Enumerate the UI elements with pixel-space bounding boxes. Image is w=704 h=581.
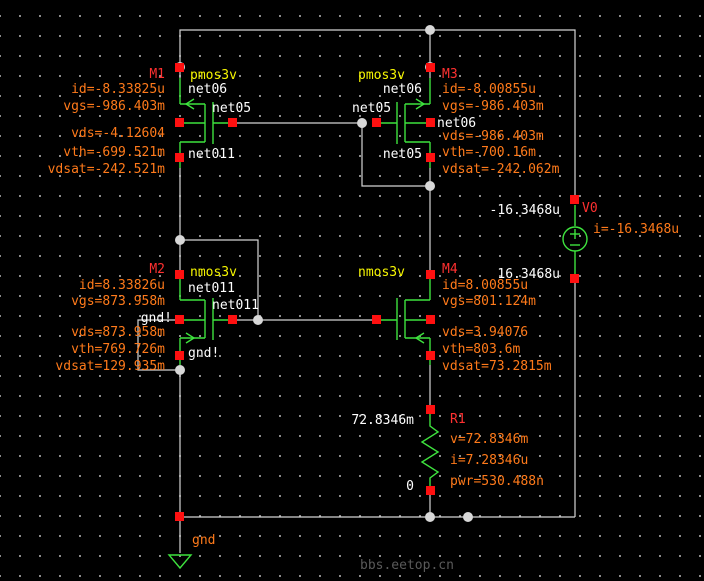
m4-instance-label: M4 [442,262,458,277]
v0-instance-label: V0 [582,201,598,216]
junction-dot [463,512,473,522]
v0-current: i=-16.3468u [593,222,679,237]
m1-model-label: pmos3v [190,68,237,83]
m1-param-id: id=-8.33825u [71,82,165,97]
junction-dot [175,235,185,245]
m3-param-vdsat: vdsat=-242.062m [442,162,560,177]
v0-bottom-value: 16.3468u [497,267,560,282]
vdd-rail-wire [179,29,576,200]
m4-param-vgs: vgs=801.124m [442,294,536,309]
m3-net-source: net06 [383,82,422,97]
m3-param-vds: vds=-986.403m [442,129,544,144]
v0-top-value: -16.3468u [490,203,560,218]
r1-bottom-value: 0 [406,479,414,494]
m4-model-label: nmos3v [358,265,405,280]
junction-dot [425,512,435,522]
v0-minus-pin[interactable] [570,274,579,283]
m4-param-id: id=8.00855u [442,278,528,293]
ground-pin[interactable] [175,512,184,521]
wires [179,29,576,553]
resistor-r1[interactable] [420,405,440,495]
m4-bulk-pin[interactable] [426,315,435,324]
m2-bulk-pin[interactable] [175,315,184,324]
m1-net-source: net06 [188,82,227,97]
m2-param-id: id=8.33826u [79,278,165,293]
m2-drain-pin[interactable] [175,270,184,279]
m1-instance-label: M1 [149,67,165,82]
junction-dot [425,181,435,191]
m2-instance-label: M2 [149,262,165,277]
m2-param-vds: vds=873.958m [71,325,165,340]
m4-gate-pin[interactable] [372,315,381,324]
m2-param-vdsat: vdsat=129.935m [55,359,165,374]
m3-param-vth: vth=-700.16m [442,145,536,160]
m2-param-vth: vth=769.726m [71,342,165,357]
r1-param-i: i=7.28346u [450,453,528,468]
m1-gate-pin[interactable] [228,118,237,127]
watermark: bbs.eetop.cn [360,558,454,573]
m3-gate-pin[interactable] [372,118,381,127]
r1-top-value: 72.8346m [351,413,414,428]
m1-net-drain: net011 [188,147,235,162]
m4-drain-pin[interactable] [426,270,435,279]
m4-param-vdsat: vdsat=73.2815m [442,359,552,374]
r1-top-pin[interactable] [426,405,435,414]
m1-param-vdsat: vdsat=-242.521m [48,162,166,177]
m1-bulk-pin[interactable] [175,118,184,127]
m2-source-pin[interactable] [175,351,184,360]
m2-model-label: nmos3v [190,265,237,280]
m4-source-pin[interactable] [426,351,435,360]
m3-model-label: pmos3v [358,68,405,83]
m2-net-source: gnd! [188,346,219,361]
m3-net-gate: net05 [352,101,391,116]
transistor-m1[interactable] [175,63,237,168]
junction-dot [357,118,367,128]
m3-param-vgs: vgs=-986.403m [442,99,544,114]
v0-plus-pin[interactable] [570,195,579,204]
ground-icon [167,554,193,570]
transistor-m4[interactable] [372,270,435,365]
m1-param-vds: vds=-4.12604 [71,126,165,141]
m3-net-drain: net05 [383,147,422,162]
m1-param-vgs: vgs=-986.403m [63,99,165,114]
m3-bulk-pin[interactable] [426,118,435,127]
m2-param-vgs: vgs=873.958m [71,294,165,309]
m1-drain-pin[interactable] [175,153,184,162]
transistor-m3[interactable] [372,63,435,168]
m1-source-pin[interactable] [175,63,184,72]
junction-dot [425,25,435,35]
m3-drain-pin[interactable] [426,153,435,162]
r1-instance-label: R1 [450,412,466,427]
m4-param-vth: vth=803.6m [442,342,520,357]
m1-net-gate: net05 [212,101,251,116]
m3-diode-wire [361,123,430,187]
r1-param-v: v=72.8346m [450,432,528,447]
m3-instance-label: M3 [442,67,458,82]
m4-param-vds: vds=3.94076 [442,325,528,340]
ground-label: gnd [192,533,215,548]
m3-source-pin[interactable] [426,63,435,72]
r1-param-pwr: pwr=530.488n [450,474,544,489]
m2-diode-wire [180,239,259,320]
voltage-source-v0[interactable] [562,195,588,283]
ground-symbol[interactable] [167,512,193,570]
m2-net-drain: net011 [188,281,235,296]
m2-net-gate: net011 [212,298,259,313]
m1-param-vth: vth=-699.521m [63,145,165,160]
transistor-m2[interactable] [137,270,237,371]
r1-bottom-pin[interactable] [426,486,435,495]
m3-param-id: id=-8.00855u [442,82,536,97]
m2-net-bulk: gnd! [141,311,172,326]
m3-net-bulk: net06 [437,116,476,131]
m2-gate-pin[interactable] [228,315,237,324]
junction-dot [253,315,263,325]
